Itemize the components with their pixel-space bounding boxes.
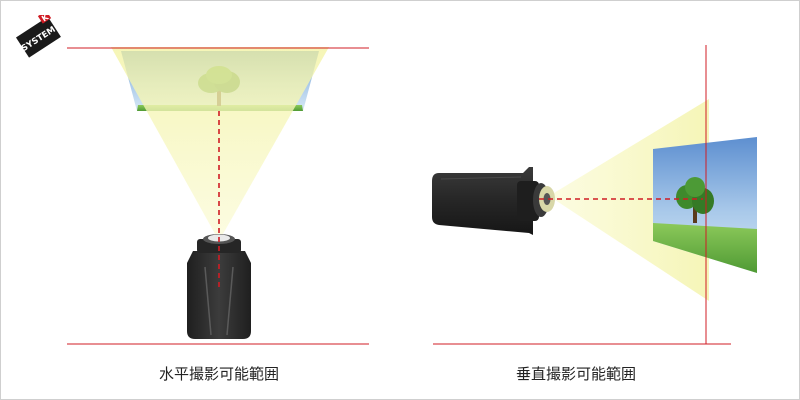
system-k-logo: SYSTEM K [15, 15, 61, 58]
tree-icon [676, 177, 714, 223]
camera-pointing-right [432, 167, 555, 235]
horizontal-scene [67, 47, 369, 345]
horizontal-range-caption: 水平撮影可能範囲 [158, 365, 279, 383]
horizontal-view-cone [111, 47, 329, 241]
vertical-range-caption: 垂直撮影可能範囲 [515, 365, 636, 383]
svg-text:K: K [40, 15, 51, 23]
vertical-scenery-image [653, 137, 757, 273]
vertical-scene [432, 45, 757, 345]
